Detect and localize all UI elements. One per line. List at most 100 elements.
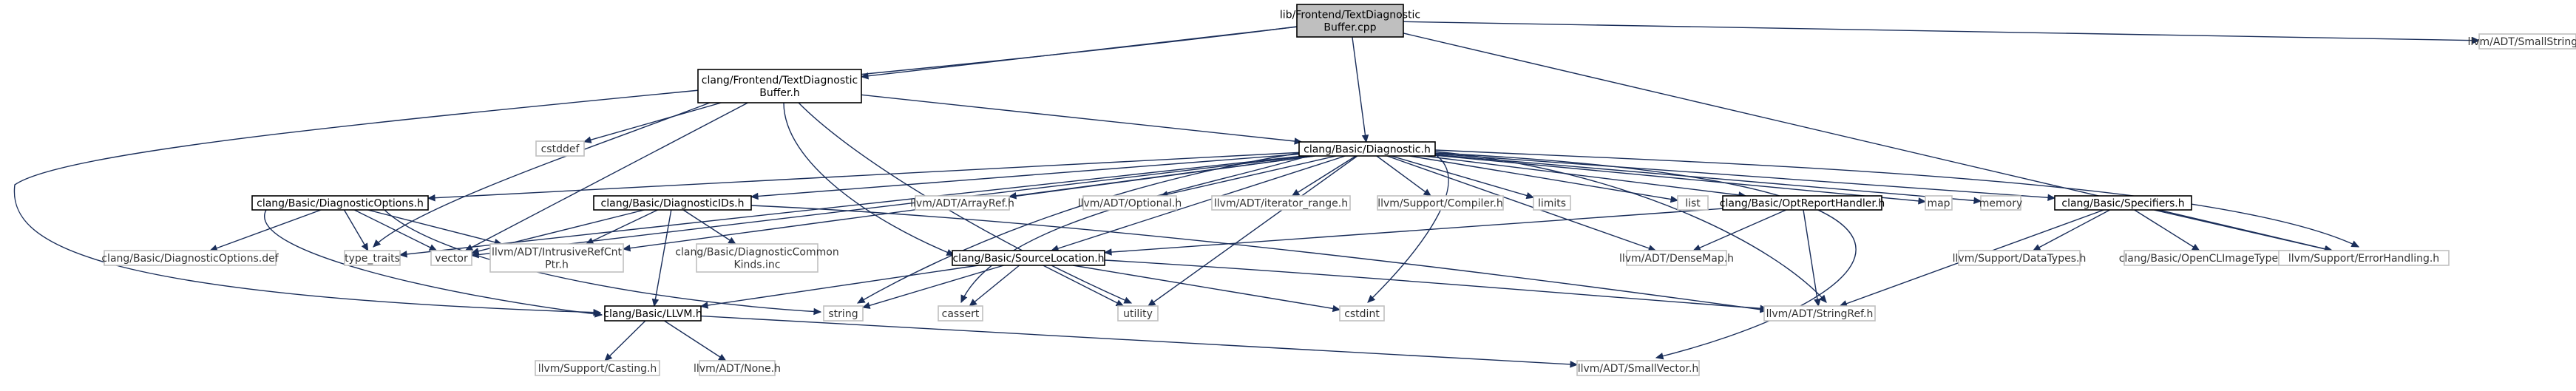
edge-arrowhead <box>585 237 594 245</box>
edge-arrowhead <box>856 296 866 304</box>
graph-node-n27[interactable]: clang/Basic/LLVM.h <box>603 305 702 322</box>
edge-line <box>1434 151 1827 303</box>
edge-n4-n26 <box>1434 149 2360 248</box>
edge-arrowhead <box>399 251 407 258</box>
edge-arrowhead <box>470 248 480 255</box>
edge-n4-n35 <box>1434 152 1857 360</box>
edge-line <box>1434 149 2359 248</box>
edge-line <box>969 265 1020 307</box>
graph-node-n5[interactable]: clang/Basic/DiagnosticOptions.h <box>251 195 429 211</box>
edge-line <box>1403 33 2333 251</box>
graph-node-n4[interactable]: clang/Basic/Diagnostic.h <box>1298 141 1436 157</box>
edge-line <box>1104 208 1723 254</box>
edge-n22-n28 <box>861 265 1004 309</box>
graph-node-n33: llvm/Support/Casting.h <box>535 360 660 376</box>
edge-arrowhead <box>1123 296 1133 304</box>
graph-node-n19: vector <box>430 250 472 266</box>
edge-line <box>1072 265 1340 310</box>
node-label: cstddef <box>541 143 580 155</box>
edge-line <box>861 94 1302 143</box>
graph-node-n30: utility <box>1117 305 1159 322</box>
node-label: llvm/Support/DataTypes.h <box>1953 253 2087 265</box>
node-box <box>1377 195 1504 211</box>
graph-node-n17: clang/Basic/DiagnosticOptions.def <box>101 250 279 266</box>
node-label: llvm/ADT/StringRef.h <box>1766 308 1874 320</box>
node-label: map <box>1927 198 1950 210</box>
edge-line <box>1367 154 1449 303</box>
edge-n27-n33 <box>604 320 646 361</box>
node-label: vector <box>435 253 468 265</box>
node-label: memory <box>1979 198 2023 210</box>
node-label: clang/Basic/DiagnosticIDs.h <box>601 198 745 210</box>
edge-n4-n9 <box>1291 155 1357 197</box>
graph-node-n13[interactable]: clang/Basic/OptReportHandler.h <box>1720 195 1885 211</box>
edge-line <box>343 209 369 251</box>
edge-arrowhead <box>373 239 382 248</box>
graph-node-n9: llvm/ADT/iterator_range.h <box>1211 195 1351 211</box>
edge-line <box>700 315 1578 366</box>
edge-line <box>427 152 1300 199</box>
node-box <box>1576 360 1700 376</box>
edge-n4-n15 <box>1434 154 1982 205</box>
edge-line <box>583 102 722 143</box>
edge-arrowhead <box>1918 197 1927 205</box>
edge-line <box>604 320 646 361</box>
graph-node-n22[interactable]: clang/Basic/SourceLocation.h <box>952 250 1105 266</box>
edge-n13-n23 <box>1692 209 1787 251</box>
edge-n22-n27 <box>699 265 979 309</box>
edge-n1-n3 <box>583 102 722 143</box>
edge-arrowhead <box>651 298 660 307</box>
edge-line <box>1434 154 1926 203</box>
node-box <box>1339 305 1385 322</box>
edge-line <box>2033 209 2110 251</box>
node-label: llvm/ADT/None.h <box>694 363 781 375</box>
edge-line <box>399 155 1304 256</box>
edge-n5-n28 <box>384 209 822 316</box>
edge-arrowhead <box>728 237 736 245</box>
edge-n4-n29 <box>960 155 1309 304</box>
graph-node-n6[interactable]: clang/Basic/DiagnosticIDs.h <box>593 195 752 211</box>
node-label: lib/Frontend/TextDiagnostic <box>1280 10 1420 21</box>
node-box <box>430 250 472 266</box>
node-label: Ptr.h <box>545 259 569 271</box>
edge-n13-n32 <box>1803 209 1821 307</box>
graph-node-n16[interactable]: clang/Basic/Specifiers.h <box>2054 195 2192 211</box>
edge-line <box>1051 155 1346 251</box>
edge-arrowhead <box>813 307 822 316</box>
node-label: list <box>1685 198 1701 210</box>
node-box <box>697 69 862 103</box>
node-label: clang/Basic/DiagnosticCommon <box>675 247 838 259</box>
node-label: clang/Basic/DiagnosticOptions.h <box>257 198 424 210</box>
graph-node-n12: list <box>1677 195 1709 211</box>
dependency-edges <box>13 21 2481 368</box>
node-label: llvm/ADT/SmallVector.h <box>1578 363 1699 375</box>
edge-line <box>862 265 1004 308</box>
edge-n4-n31 <box>1367 154 1449 303</box>
edge-n1-n4 <box>861 94 1303 145</box>
edge-line <box>1803 209 1820 307</box>
node-label: llvm/Support/ErrorHandling.h <box>2288 253 2439 265</box>
edge-n4-n23 <box>1386 155 1657 252</box>
edge-n4-n30 <box>1147 155 1358 307</box>
node-box <box>1082 195 1177 211</box>
node-box <box>1722 195 1882 211</box>
node-label: clang/Basic/LLVM.h <box>603 308 702 320</box>
edge-n4-n12 <box>1409 155 1679 203</box>
edge-n6-n27 <box>651 209 672 307</box>
node-box <box>1626 250 1727 266</box>
graph-node-n8: llvm/ADT/Optional.h <box>1078 195 1182 211</box>
node-box <box>823 305 864 322</box>
graph-node-n28: string <box>823 305 864 322</box>
edge-n4-n18 <box>399 155 1304 258</box>
graph-node-n14: map <box>1925 195 1953 211</box>
edge-line <box>857 152 1300 304</box>
edge-line <box>700 265 979 307</box>
edge-n5-n17 <box>209 209 322 252</box>
edge-n0-n2 <box>1403 21 2481 44</box>
edge-arrowhead <box>1147 299 1156 307</box>
edge-line <box>1352 36 1367 143</box>
